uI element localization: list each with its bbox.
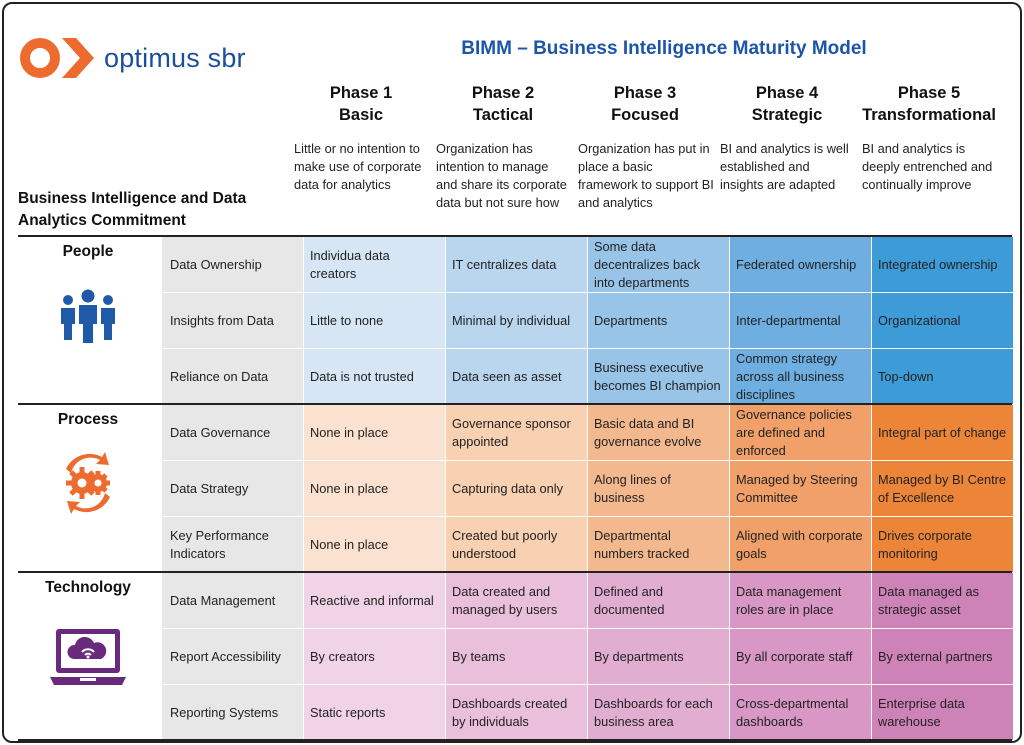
phase-level: Strategic xyxy=(751,106,823,124)
maturity-cell: Enterprise data warehouse xyxy=(872,685,1014,741)
maturity-cell: Dashboards for each business area xyxy=(588,685,730,741)
phase-3-description: Organization has put in place a basic fr… xyxy=(578,141,714,210)
maturity-cell: Little to none xyxy=(304,293,446,349)
category-process: Process xyxy=(57,411,119,428)
maturity-cell: Integral part of change xyxy=(872,405,1014,461)
logo: optimus sbr xyxy=(18,34,246,82)
maturity-cell: Managed by BI Centre of Excellence xyxy=(872,461,1014,517)
row-label: Key Performance Indicators xyxy=(162,517,304,573)
laptop-cloud-icon xyxy=(46,625,130,696)
maturity-cell: By departments xyxy=(588,629,730,685)
process-gear-icon xyxy=(52,447,124,524)
maturity-cell: Integrated ownership xyxy=(872,237,1014,293)
maturity-cell: Departmental numbers tracked xyxy=(588,517,730,573)
divider xyxy=(18,739,1012,741)
row-label: Data Strategy xyxy=(162,461,304,517)
phase-level: Focused xyxy=(611,106,679,124)
maturity-cell: Data created and managed by users xyxy=(446,573,588,629)
phase-4-header: Phase 4 Strategic xyxy=(717,82,857,126)
maturity-cell: Top-down xyxy=(872,349,1014,405)
maturity-cell: By external partners xyxy=(872,629,1014,685)
maturity-cell: None in place xyxy=(304,461,446,517)
phase-name: Phase 3 xyxy=(613,84,677,102)
maturity-cell: By creators xyxy=(304,629,446,685)
phase-2-description: Organization has intention to manage and… xyxy=(436,141,567,210)
row-label: Data Ownership xyxy=(162,237,304,293)
phase-3-header: Phase 3 Focused xyxy=(575,82,715,126)
maturity-cell: Governance policies are defined and enfo… xyxy=(730,405,872,461)
people-icon xyxy=(58,289,118,350)
phase-5-description: BI and analytics is deeply entrenched an… xyxy=(862,141,993,192)
row-label: Insights from Data xyxy=(162,293,304,349)
maturity-cell: Business executive becomes BI champion xyxy=(588,349,730,405)
maturity-cell: Managed by Steering Committee xyxy=(730,461,872,517)
divider xyxy=(18,235,1012,237)
maturity-cell: Minimal by individual xyxy=(446,293,588,349)
phase-1-description: Little or no intention to make use of co… xyxy=(294,141,422,192)
maturity-cell: Capturing data only xyxy=(446,461,588,517)
maturity-cell: Some data decentralizes back into depart… xyxy=(588,237,730,293)
phase-name: Phase 4 xyxy=(755,84,819,102)
maturity-cell: Data seen as asset xyxy=(446,349,588,405)
phase-name: Phase 5 xyxy=(897,84,961,102)
row-label: Reporting Systems xyxy=(162,685,304,741)
maturity-cell: Reactive and informal xyxy=(304,573,446,629)
phase-2-header: Phase 2 Tactical xyxy=(433,82,573,126)
maturity-cell: Basic data and BI governance evolve xyxy=(588,405,730,461)
maturity-cell: Common strategy across all business disc… xyxy=(730,349,872,405)
page-title: BIMM – Business Intelligence Maturity Mo… xyxy=(461,38,867,59)
phase-level: Tactical xyxy=(472,106,534,124)
category-people: People xyxy=(62,243,114,260)
phase-level: Transformational xyxy=(862,106,996,124)
commitment-label: Business Intelligence and Data Analytics… xyxy=(18,190,247,229)
phase-name: Phase 2 xyxy=(471,84,535,102)
phase-1-header: Phase 1 Basic xyxy=(291,82,431,126)
divider xyxy=(18,571,1012,573)
maturity-cell: Individua data creators xyxy=(304,237,446,293)
maturity-cell: Governance sponsor appointed xyxy=(446,405,588,461)
phase-5-header: Phase 5 Transformational xyxy=(859,82,999,126)
maturity-cell: Data managed as strategic asset xyxy=(872,573,1014,629)
maturity-cell: Data management roles are in place xyxy=(730,573,872,629)
maturity-cell: By all corporate staff xyxy=(730,629,872,685)
maturity-cell: Along lines of business xyxy=(588,461,730,517)
phase-level: Basic xyxy=(338,106,384,124)
maturity-cell: Static reports xyxy=(304,685,446,741)
maturity-cell: Cross-departmental dashboards xyxy=(730,685,872,741)
optimus-logo-icon xyxy=(20,38,94,78)
maturity-cell: Aligned with corporate goals xyxy=(730,517,872,573)
row-label: Report Accessibility xyxy=(162,629,304,685)
maturity-cell: Data is not trusted xyxy=(304,349,446,405)
maturity-cell: Created but poorly understood xyxy=(446,517,588,573)
row-label: Data Governance xyxy=(162,405,304,461)
row-label: Reliance on Data xyxy=(162,349,304,405)
phase-name: Phase 1 xyxy=(329,84,393,102)
maturity-cell: Defined and documented xyxy=(588,573,730,629)
maturity-cell: Inter-departmental xyxy=(730,293,872,349)
maturity-cell: None in place xyxy=(304,517,446,573)
maturity-cell: Dashboards created by individuals xyxy=(446,685,588,741)
maturity-cell: Drives corporate monitoring xyxy=(872,517,1014,573)
category-technology: Technology xyxy=(45,579,131,596)
maturity-cell: IT centralizes data xyxy=(446,237,588,293)
maturity-cell: Organizational xyxy=(872,293,1014,349)
maturity-cell: By teams xyxy=(446,629,588,685)
row-label: Data Management xyxy=(162,573,304,629)
maturity-cell: Federated ownership xyxy=(730,237,872,293)
logo-text: optimus sbr xyxy=(104,42,246,73)
maturity-cell: None in place xyxy=(304,405,446,461)
phase-4-description: BI and analytics is well established and… xyxy=(720,141,849,192)
divider xyxy=(18,403,1012,405)
maturity-cell: Departments xyxy=(588,293,730,349)
